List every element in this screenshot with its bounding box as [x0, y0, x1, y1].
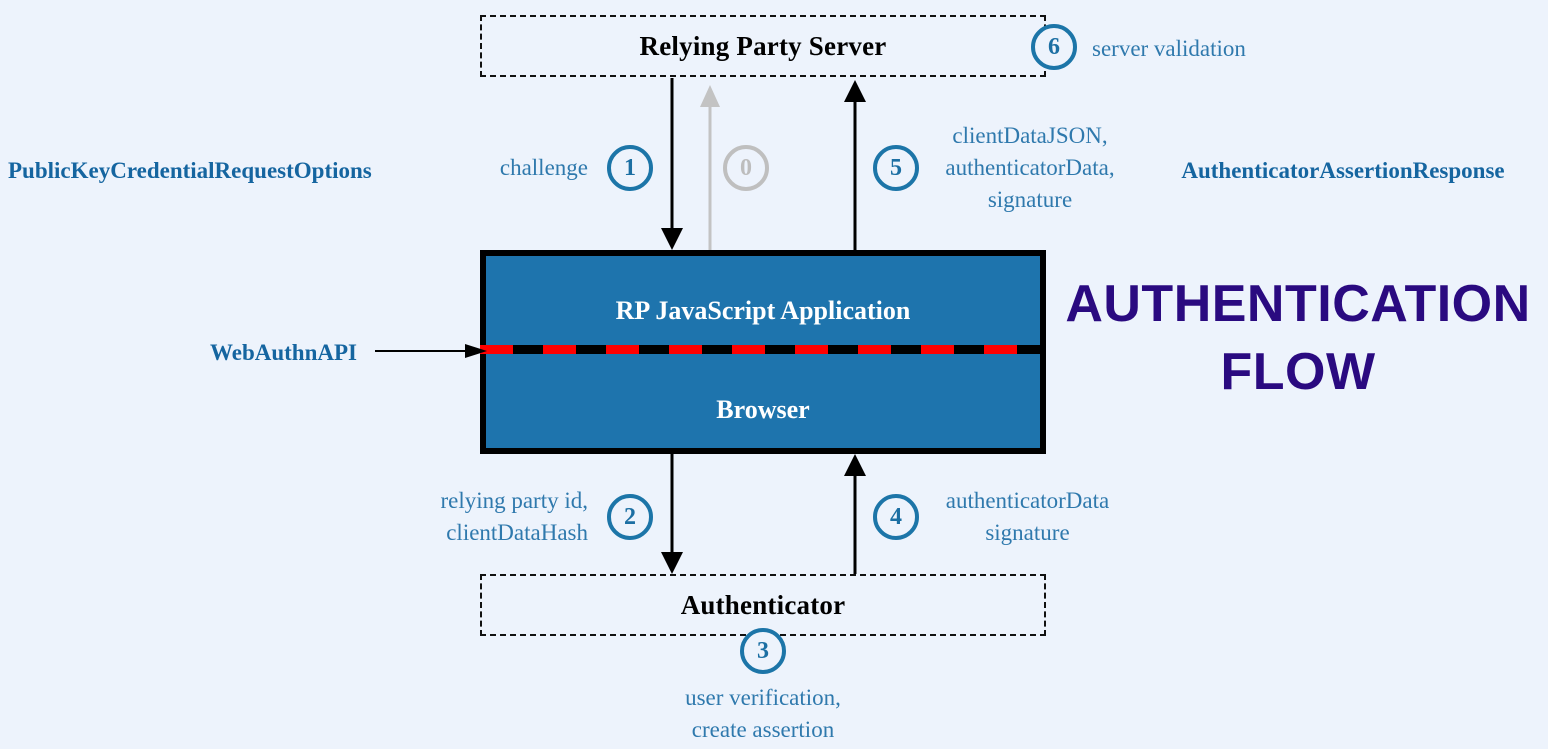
- step-badge-2[interactable]: 2: [607, 494, 653, 540]
- step-2-label: relying party id, clientDataHash: [440, 488, 588, 545]
- step-4-label: authenticatorData signature: [945, 488, 1110, 545]
- arrow-step-0-up: [700, 85, 720, 250]
- step-5-label: clientDataJSON, authenticatorData, signa…: [945, 123, 1115, 212]
- left-side-label-public-key-credential-request-options: PublicKeyCredentialRequestOptions: [8, 158, 372, 183]
- step-badge-0[interactable]: 0: [723, 145, 769, 191]
- step-3-label: user verification, create assertion: [685, 685, 841, 742]
- page-title: AUTHENTICATION FLOW: [1065, 275, 1531, 401]
- step-badge-5[interactable]: 5: [873, 145, 919, 191]
- relying-party-server-label: Relying Party Server: [639, 30, 887, 61]
- rp-javascript-application-label: RP JavaScript Application: [615, 296, 911, 325]
- node-browser-stack: RP JavaScript Application Browser: [480, 250, 1046, 454]
- step-badge-4[interactable]: 4: [873, 494, 919, 540]
- step-1-label: challenge: [499, 155, 588, 180]
- right-side-label-authenticator-assertion-response: AuthenticatorAssertionResponse: [1181, 158, 1505, 183]
- browser-label: Browser: [716, 395, 810, 424]
- webauthn-api-arrow: [375, 344, 487, 358]
- step-badge-1[interactable]: 1: [607, 145, 653, 191]
- step-badge-6[interactable]: 6: [1031, 24, 1077, 70]
- webauthn-api-boundary-line: [480, 345, 1046, 354]
- authenticator-label: Authenticator: [680, 589, 846, 620]
- webauthn-api-label: WebAuthnAPI: [210, 340, 357, 365]
- step-6-label: server validation: [1092, 36, 1246, 61]
- node-relying-party-server: Relying Party Server: [480, 15, 1046, 77]
- node-authenticator: Authenticator: [480, 574, 1046, 636]
- step-badge-3[interactable]: 3: [740, 628, 786, 674]
- red-dashed-boundary: [480, 345, 1046, 354]
- arrow-step-4-up: [844, 454, 866, 574]
- arrow-step-2-down: [661, 454, 683, 574]
- arrow-step-1-down: [661, 78, 683, 250]
- arrow-step-5-up: [844, 80, 866, 250]
